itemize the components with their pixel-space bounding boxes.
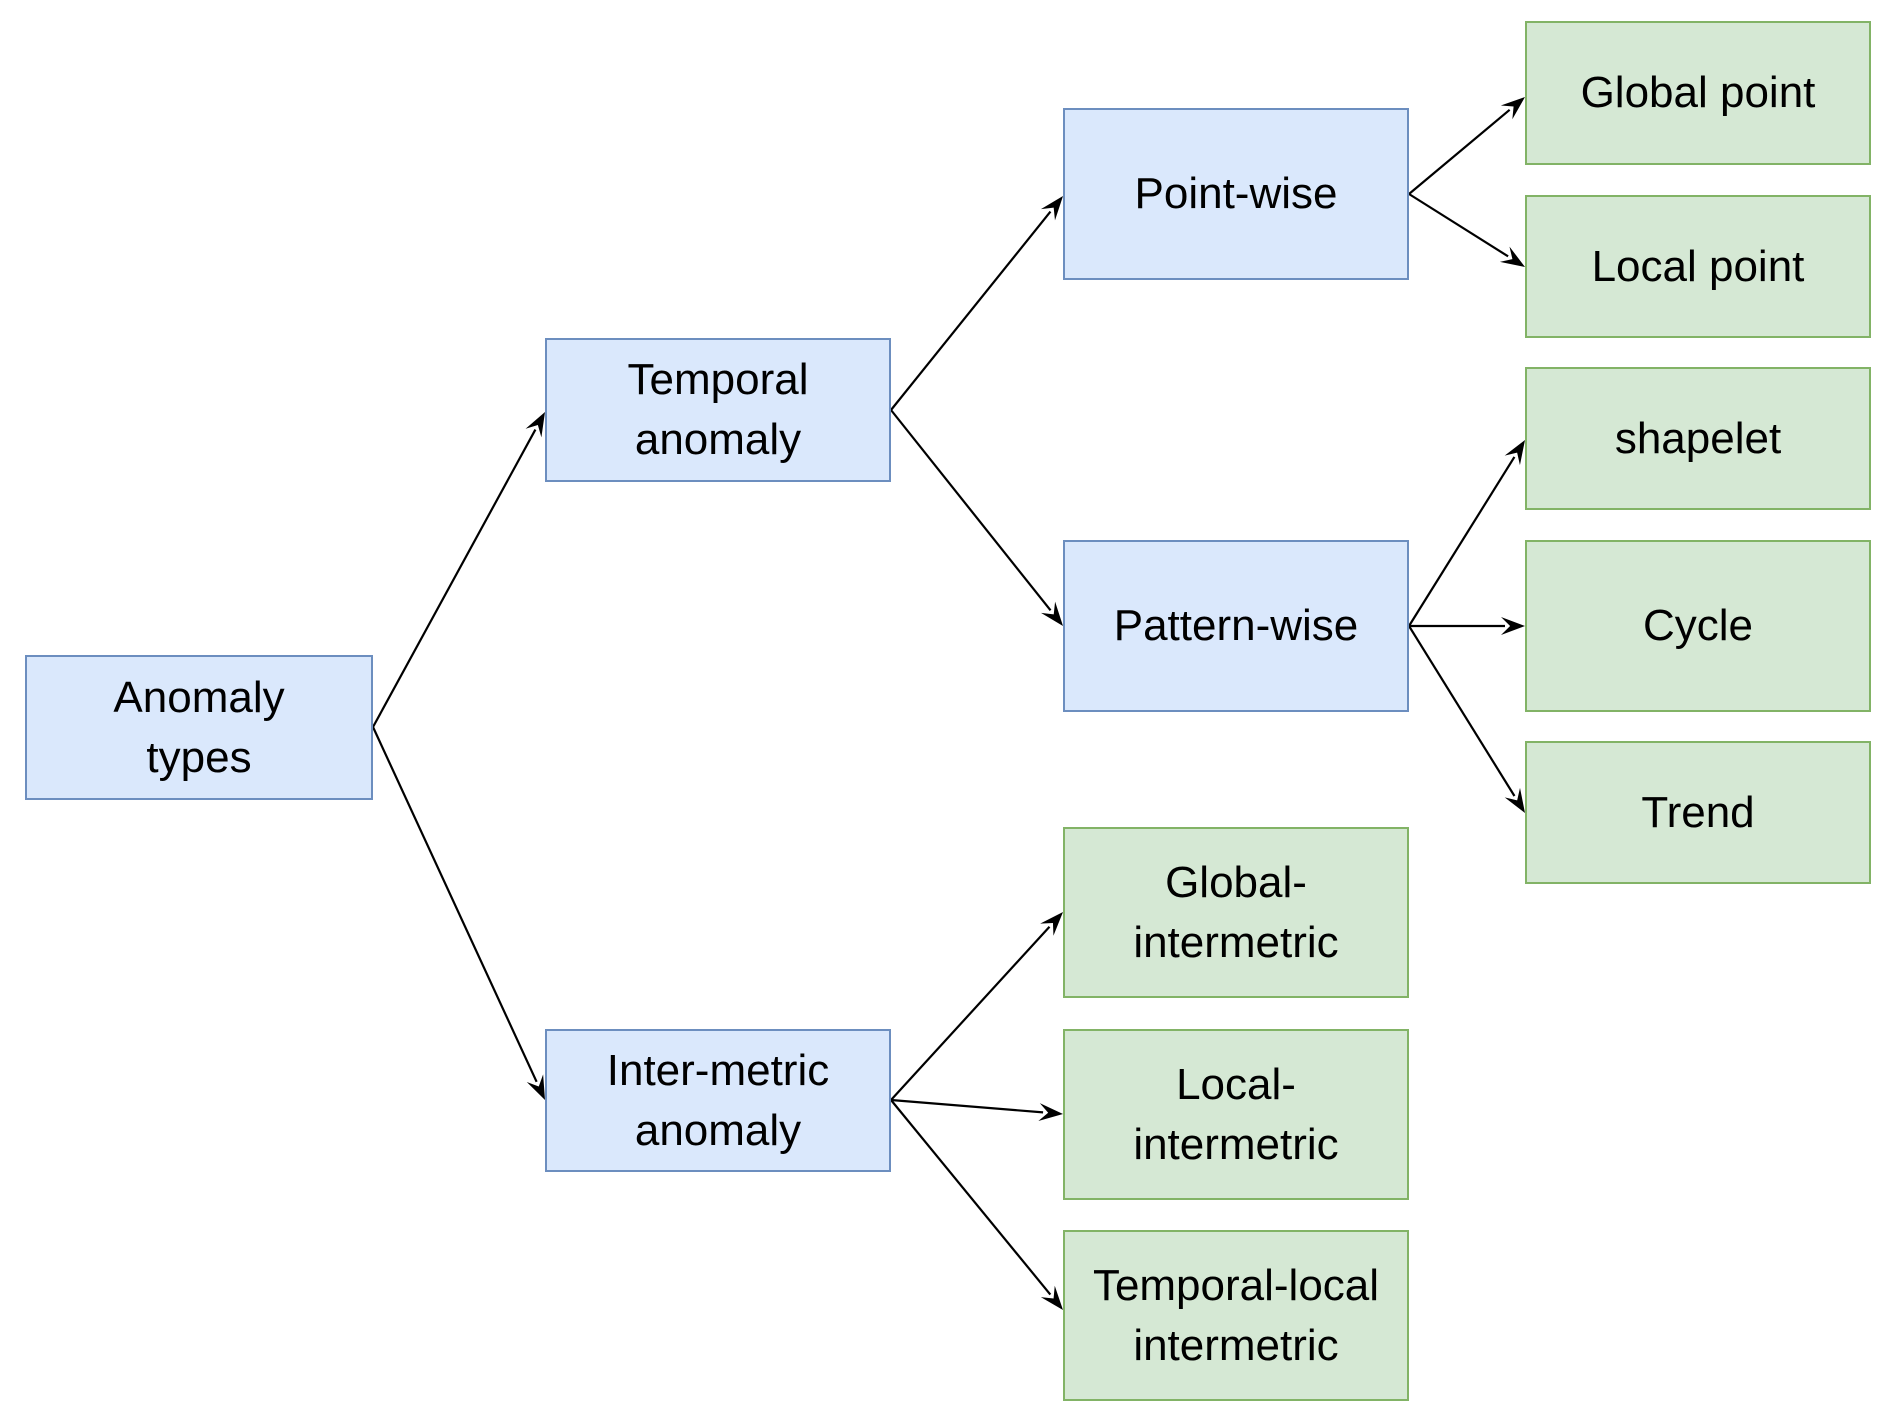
arrowhead	[1500, 97, 1525, 120]
arrowhead	[1499, 246, 1525, 267]
node-shapelet: shapelet	[1525, 367, 1871, 510]
node-intermetric-anomaly: Inter-metric anomaly	[545, 1029, 891, 1172]
arrowhead	[1501, 617, 1525, 635]
arrowhead	[1041, 601, 1063, 626]
arrow-pattern-wise-to-cycle	[1409, 617, 1525, 635]
arrow-temporal-to-pattern-wise	[890, 409, 1063, 626]
arrow-intermetric-to-local-intermetric	[890, 1098, 1063, 1122]
arrow-line	[890, 1099, 1052, 1296]
node-point-wise-line-1: Point-wise	[1134, 169, 1338, 218]
node-shapelet-line-1: shapelet	[1614, 413, 1782, 463]
node-global-intermetric: Global- intermetric	[1063, 827, 1409, 998]
node-global-intermetric-line-2: intermetric	[1133, 917, 1339, 967]
arrowhead	[1040, 1285, 1063, 1310]
node-pattern-wise-line-1: Pattern-wise	[1113, 601, 1359, 650]
node-point-wise: Point-wise	[1063, 108, 1409, 280]
arrow-line	[890, 210, 1052, 411]
arrowhead	[1038, 1103, 1063, 1122]
arrow-anomaly-types-to-intermetric	[372, 726, 545, 1100]
arrow-line	[890, 1098, 1044, 1114]
node-local-intermetric: Local- intermetric	[1063, 1029, 1409, 1200]
node-anomaly-types-line-1: Anomaly	[113, 672, 285, 722]
node-anomaly-types: Anomaly types	[25, 655, 373, 800]
arrow-line	[1408, 456, 1516, 627]
arrowhead	[1040, 912, 1063, 936]
node-temporal-local-intermetric-line-1: Temporal-local	[1092, 1260, 1380, 1310]
node-local-point: Local point	[1525, 195, 1871, 338]
node-cycle: Cycle	[1525, 540, 1871, 712]
arrow-point-wise-to-local-point	[1408, 193, 1525, 267]
node-trend: Trend	[1525, 741, 1871, 884]
arrow-pattern-wise-to-trend	[1408, 625, 1525, 813]
arrow-point-wise-to-global-point	[1408, 97, 1525, 195]
node-intermetric-anomaly-line-2: anomaly	[634, 1105, 802, 1155]
arrow-pattern-wise-to-shapelet	[1408, 440, 1525, 627]
arrow-intermetric-to-temporal-local	[890, 1099, 1063, 1310]
node-cycle-line-1: Cycle	[1642, 601, 1754, 650]
arrow-line	[890, 926, 1051, 1101]
node-temporal-anomaly-line-1: Temporal	[627, 355, 809, 404]
node-temporal-local-intermetric-line-2: intermetric	[1133, 1320, 1339, 1370]
node-trend-line-1: Trend	[1641, 787, 1755, 837]
arrow-line	[1408, 625, 1516, 797]
node-intermetric-anomaly-line-1: Inter-metric	[606, 1045, 830, 1095]
arrowhead	[526, 1074, 545, 1100]
node-pattern-wise: Pattern-wise	[1063, 540, 1409, 712]
arrow-intermetric-to-global-intermetric	[890, 912, 1063, 1101]
arrow-line	[372, 429, 537, 728]
node-temporal-local-intermetric: Temporal-local intermetric	[1063, 1230, 1409, 1401]
arrow-anomaly-types-to-temporal	[372, 412, 545, 728]
arrow-line	[1408, 108, 1511, 195]
arrowhead	[1504, 440, 1525, 466]
node-local-intermetric-line-1: Local-	[1176, 1059, 1296, 1109]
node-anomaly-types-line-2: types	[146, 732, 252, 782]
arrow-line	[372, 726, 538, 1083]
arrowhead	[1040, 196, 1063, 221]
arrow-line	[1408, 193, 1509, 258]
node-local-intermetric-line-2: intermetric	[1133, 1119, 1339, 1169]
arrow-temporal-to-point-wise	[890, 196, 1063, 411]
arrowhead	[525, 412, 545, 438]
arrow-line	[890, 409, 1052, 612]
node-global-point: Global point	[1525, 21, 1871, 165]
node-global-intermetric-line-1: Global-	[1165, 857, 1307, 907]
node-temporal-anomaly: Temporal anomaly	[545, 338, 891, 482]
node-global-point-line-1: Global point	[1580, 68, 1816, 117]
node-temporal-anomaly-line-2: anomaly	[634, 415, 802, 464]
arrowhead	[1504, 787, 1525, 813]
node-local-point-line-1: Local point	[1591, 241, 1805, 291]
